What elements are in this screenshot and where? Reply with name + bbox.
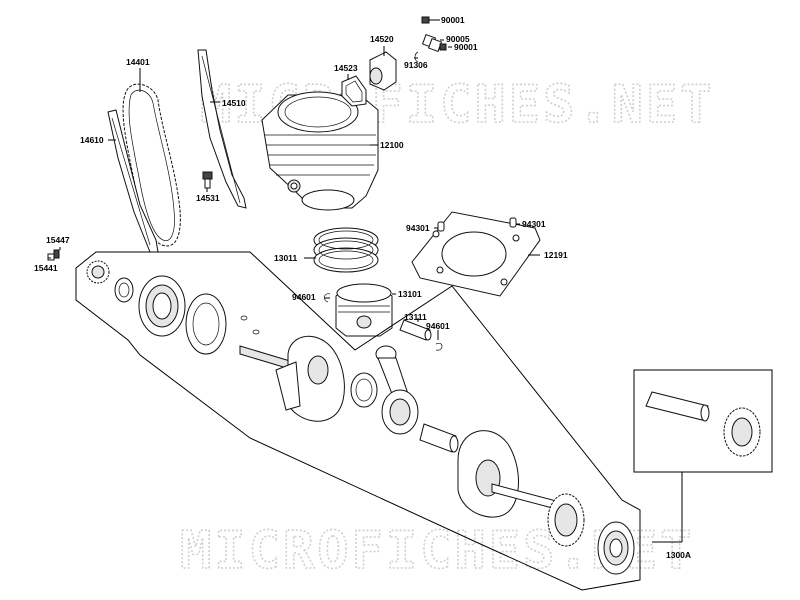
label-13011: 13011 [274, 253, 297, 263]
label-1300A: 1300A [666, 550, 691, 560]
label-14610: 14610 [80, 135, 104, 145]
label-12191: 12191 [544, 250, 568, 260]
label-15441: 15441 [34, 263, 58, 273]
oil-seal-left [185, 293, 227, 355]
chain-guide-14610 [107, 109, 159, 253]
dowel-pin-94301-right [509, 217, 517, 228]
bolt-14531 [202, 171, 213, 189]
woodruff-key [240, 315, 260, 335]
label-14510: 14510 [222, 98, 246, 108]
label-13111: 13111 [404, 312, 427, 322]
part-labels: 90001 90005 90001 14520 91306 14523 1440… [34, 15, 691, 560]
label-14401: 14401 [126, 57, 150, 67]
chain-tensioner-slider-14510 [197, 49, 247, 209]
label-94601-right: 94601 [426, 321, 450, 331]
crank-pin-bearing [350, 372, 378, 408]
bolt-90001-bottom [439, 43, 447, 51]
cam-chain-14401 [122, 83, 181, 247]
washer-90005 [421, 33, 443, 53]
cylinder-12100 [261, 91, 379, 211]
bolt-15441 [47, 253, 55, 261]
piston-pin-13111 [399, 319, 432, 341]
crank-bearing-left [138, 275, 186, 337]
inset-gear [723, 407, 761, 457]
crank-bearing-right [597, 521, 635, 575]
label-14531: 14531 [196, 193, 220, 203]
label-90001-top: 90001 [441, 15, 465, 25]
crank-half-left [239, 335, 345, 422]
gasket-14523 [341, 75, 367, 107]
piston-rings-13011 [313, 227, 379, 273]
gasket-12191 [411, 211, 541, 297]
label-94301-right: 94301 [522, 219, 546, 229]
timing-sprocket [547, 493, 585, 547]
crank-half-right [457, 430, 561, 518]
pin-15447 [53, 249, 60, 259]
clip-94601-left [324, 293, 331, 303]
crankshaft-assembly-outline [75, 251, 641, 591]
label-14523: 14523 [334, 63, 358, 73]
tensioner-14520 [369, 51, 397, 91]
label-90005: 90005 [446, 34, 470, 44]
piston-13101 [335, 283, 393, 337]
crank-washer [114, 277, 134, 303]
inset-detail-box [633, 369, 773, 473]
label-12100: 12100 [380, 140, 404, 150]
leader-lines [48, 19, 540, 340]
label-94601-left: 94601 [292, 292, 316, 302]
label-94301-left: 94301 [406, 223, 430, 233]
label-90001-bottom: 90001 [454, 42, 478, 52]
clip-94601-right [435, 342, 443, 351]
label-13101: 13101 [398, 289, 422, 299]
inset-shaft [645, 391, 710, 422]
dowel-pin-94301-left [437, 221, 445, 232]
label-91306: 91306 [404, 60, 428, 70]
crank-pin [419, 423, 459, 453]
label-15447: 15447 [46, 235, 70, 245]
o-ring-91306 [414, 51, 419, 63]
connecting-rod [375, 345, 419, 435]
oil-pump-drive-gear [86, 260, 110, 284]
label-14520: 14520 [370, 34, 394, 44]
